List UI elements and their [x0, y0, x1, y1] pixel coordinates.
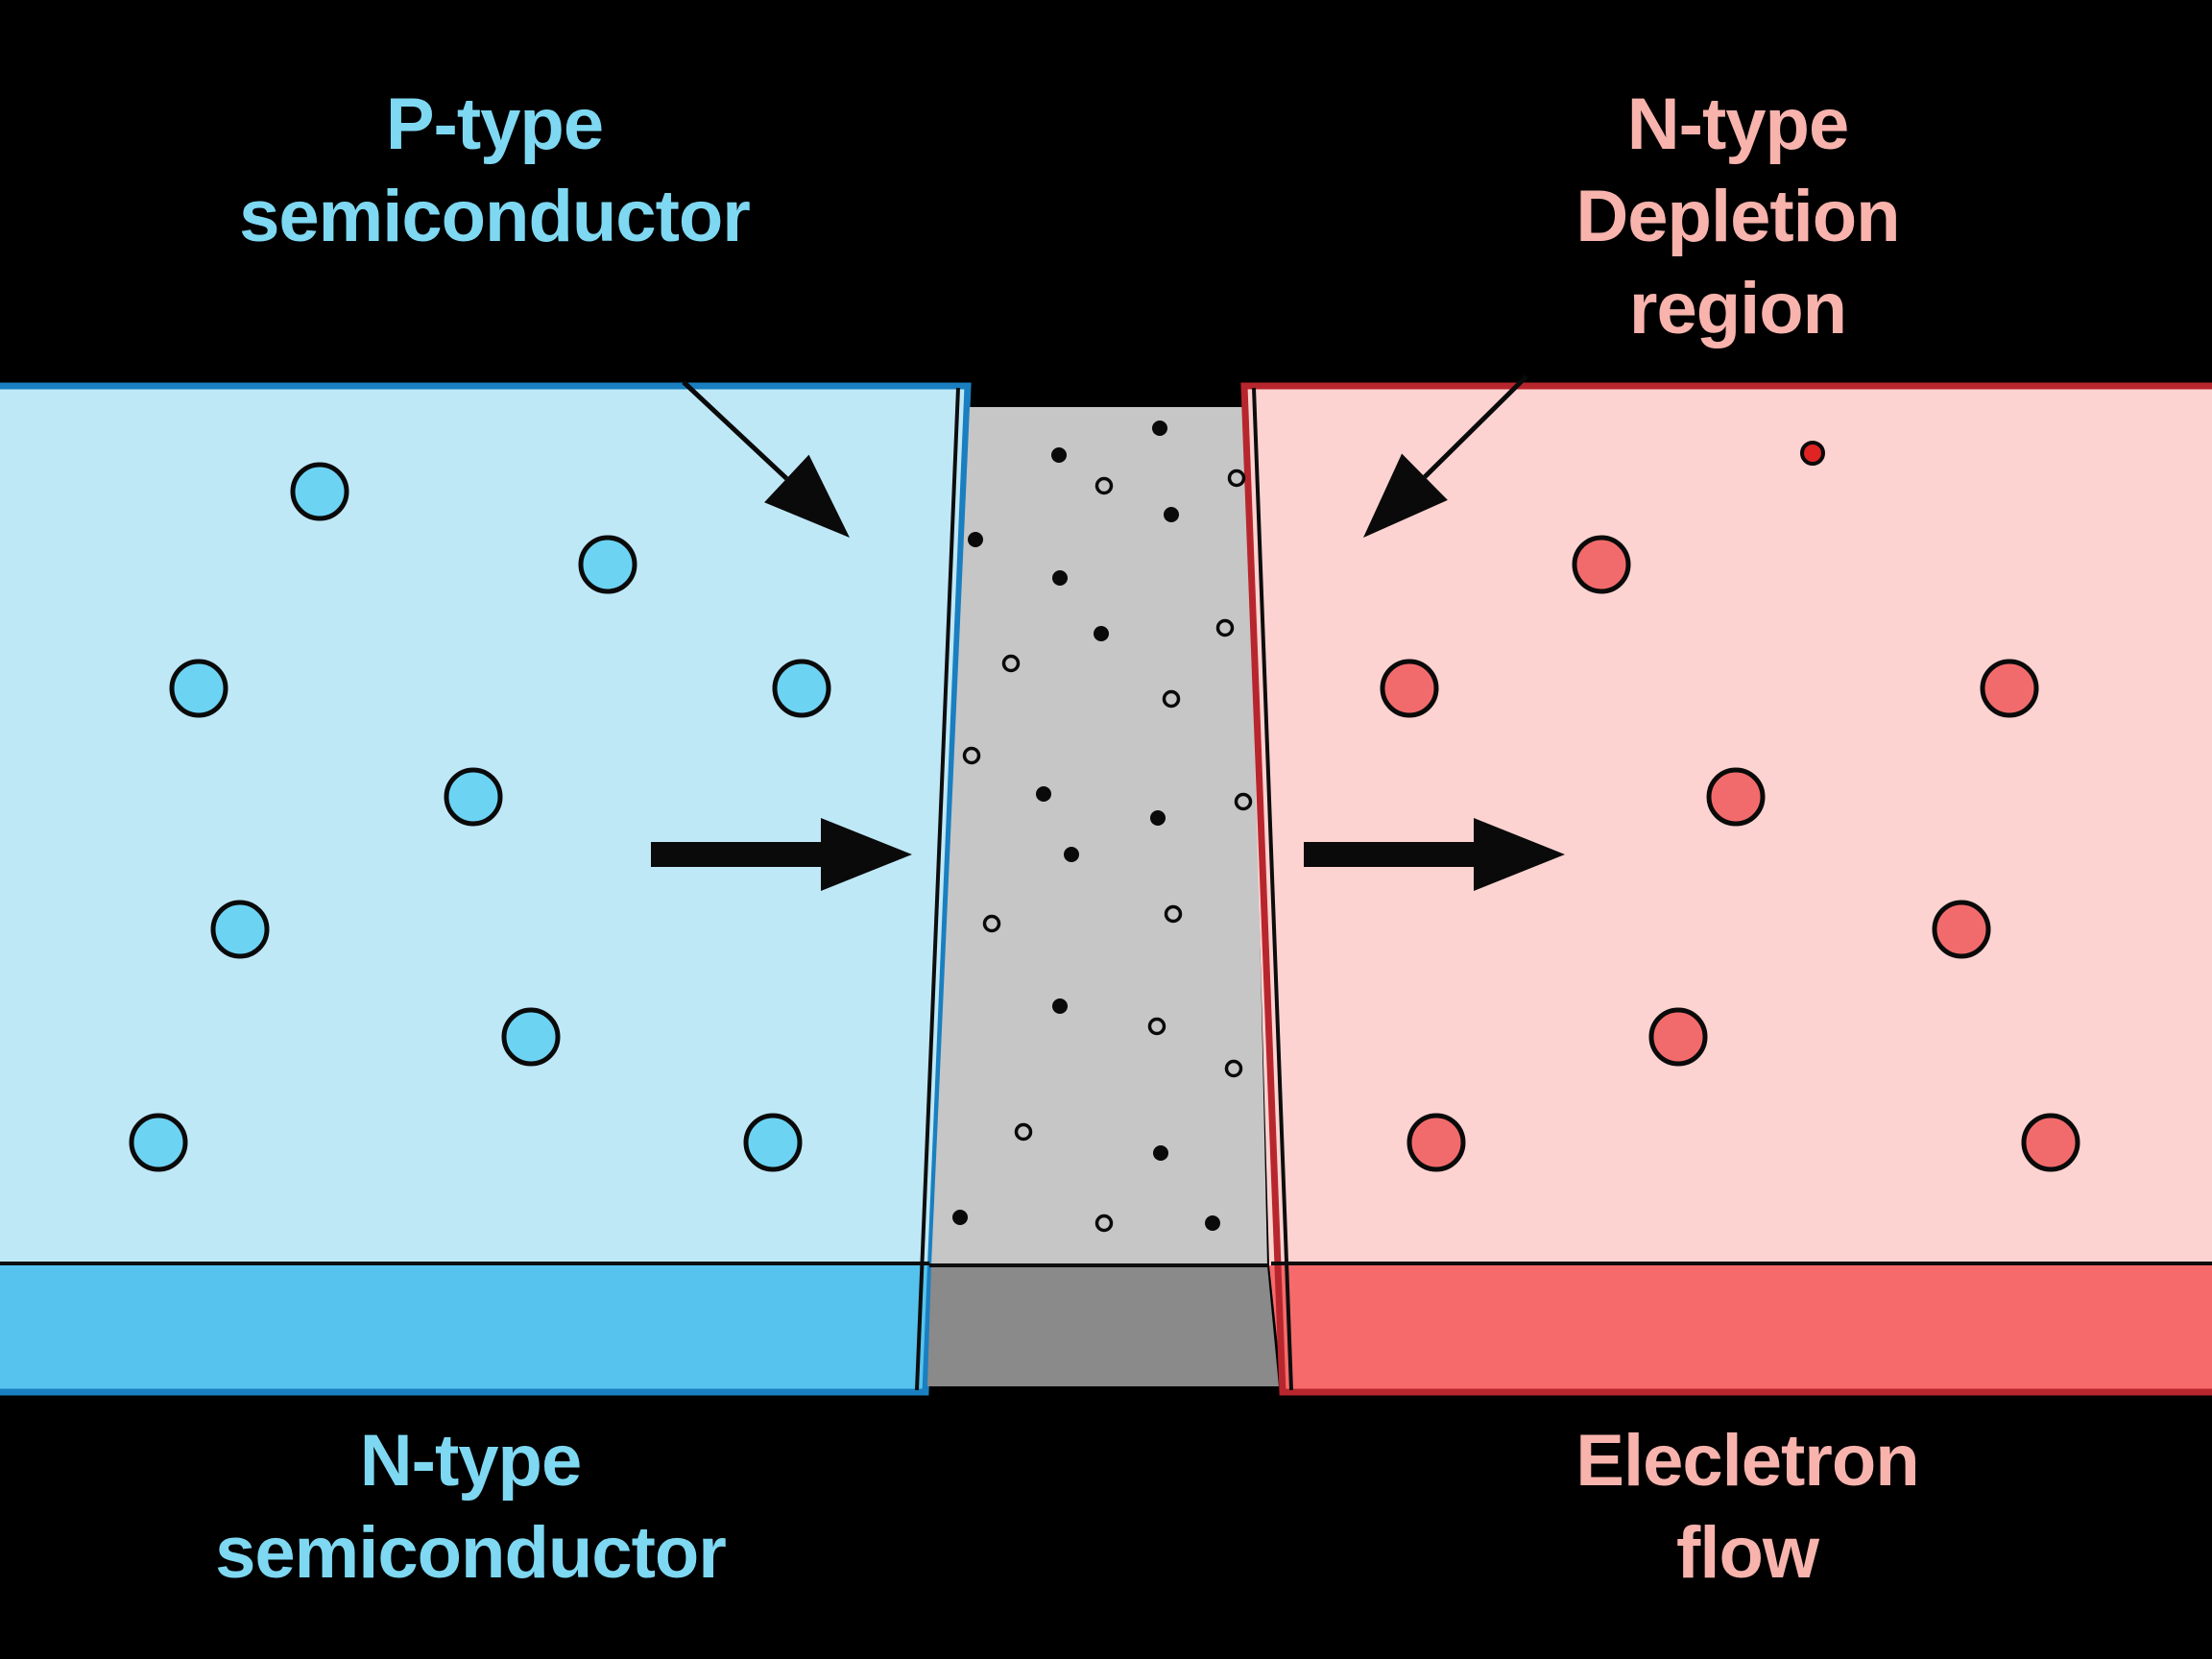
label-top-right-line-2: Depletion: [1575, 176, 1900, 257]
n-type-particle: [1407, 1113, 1466, 1172]
n-type-base: [1269, 1265, 2212, 1392]
label-bottom-left: N-type semiconductor: [86, 1415, 854, 1599]
p-type-particle: [772, 659, 831, 718]
n-type-particle: [1380, 659, 1439, 718]
p-type-block: [0, 382, 972, 1396]
n-type-particle: [1572, 535, 1631, 594]
depletion-ion-filled: [1164, 507, 1179, 522]
p-type-particle: [578, 535, 637, 594]
label-bottom-right: Elecletron flow: [1363, 1415, 2131, 1599]
p-type-edge-highlight: [915, 387, 960, 1391]
p-type-particle: [743, 1113, 803, 1172]
depletion-ion-hollow: [1094, 476, 1114, 495]
depletion-ion-hollow: [1164, 904, 1183, 924]
depletion-ion-hollow: [1094, 1214, 1114, 1233]
depletion-ion-hollow: [962, 746, 981, 765]
label-top-right: N-type Depletion region: [1354, 79, 2122, 355]
depletion-ion-filled: [1153, 1145, 1168, 1161]
n-type-outline: [1240, 382, 2212, 1396]
n-type-particle: [1932, 900, 1991, 959]
depletion-ion-hollow: [982, 914, 1001, 933]
label-top-right-line-3: region: [1628, 268, 1847, 349]
depletion-ion-hollow: [1227, 469, 1246, 488]
pointer-arrow-n-type: [1363, 374, 1528, 538]
depletion-ion-filled: [1205, 1215, 1220, 1231]
p-type-base: [0, 1265, 929, 1392]
label-bottom-left-line-2: semiconductor: [215, 1512, 727, 1594]
depletion-ion-filled: [1051, 447, 1067, 463]
depletion-ion-hollow: [1224, 1059, 1243, 1078]
label-top-left: P-type semiconductor: [115, 79, 874, 263]
depletion-base: [927, 1265, 1279, 1386]
p-type-outline: [0, 382, 972, 1396]
depletion-ion-hollow: [1147, 1017, 1166, 1036]
depletion-ion-filled: [1150, 810, 1166, 826]
n-type-particle: [1706, 767, 1766, 827]
depletion-ion-filled: [952, 1210, 968, 1225]
depletion-ion-filled: [1036, 786, 1051, 802]
depletion-fill: [931, 407, 1267, 1265]
depletion-ion-filled: [1152, 421, 1167, 436]
label-top-right-line-1: N-type: [1626, 84, 1849, 165]
p-type-particle: [129, 1113, 188, 1172]
depletion-ion-hollow: [1001, 654, 1021, 673]
depletion-ion-hollow: [1014, 1122, 1033, 1142]
particles-layer: [129, 421, 2080, 1233]
p-type-particle: [210, 900, 270, 959]
label-top-left-line-2: semiconductor: [239, 176, 751, 257]
arrows-layer: [651, 374, 1565, 891]
depletion-ion-filled: [968, 532, 983, 547]
label-top-left-line-1: P-type: [385, 84, 604, 165]
depletion-ion-hollow: [1215, 618, 1235, 637]
p-type-fill: [0, 386, 968, 1265]
n-type-particle: [1648, 1007, 1708, 1067]
depletion-ion-hollow: [1162, 689, 1181, 709]
p-type-particle: [290, 462, 349, 521]
n-type-particle: [1980, 659, 2039, 718]
n-type-fill: [1244, 386, 2212, 1265]
n-type-edge-highlight: [1252, 387, 1293, 1391]
depletion-ion-filled: [1064, 847, 1079, 862]
depletion-ion-hollow: [1234, 792, 1253, 811]
p-type-particle: [501, 1007, 561, 1067]
n-type-block: [1240, 382, 2212, 1396]
depletion-ion-filled: [1052, 998, 1068, 1014]
depletion-ion-filled: [1094, 626, 1109, 641]
depletion-region: [927, 407, 1279, 1386]
p-type-particle: [444, 767, 503, 827]
n-type-small-particle: [1800, 441, 1825, 466]
depletion-ion-filled: [1052, 570, 1068, 586]
flow-arrow-right: [1304, 818, 1565, 891]
flow-arrow-left: [651, 818, 912, 891]
label-bottom-left-line-1: N-type: [359, 1420, 582, 1502]
n-type-particle: [2021, 1113, 2080, 1172]
p-type-particle: [169, 659, 228, 718]
pointer-arrow-p-type: [682, 380, 850, 538]
label-bottom-right-line-1: Elecletron: [1575, 1420, 1919, 1502]
label-bottom-right-line-2: flow: [1676, 1512, 1819, 1594]
